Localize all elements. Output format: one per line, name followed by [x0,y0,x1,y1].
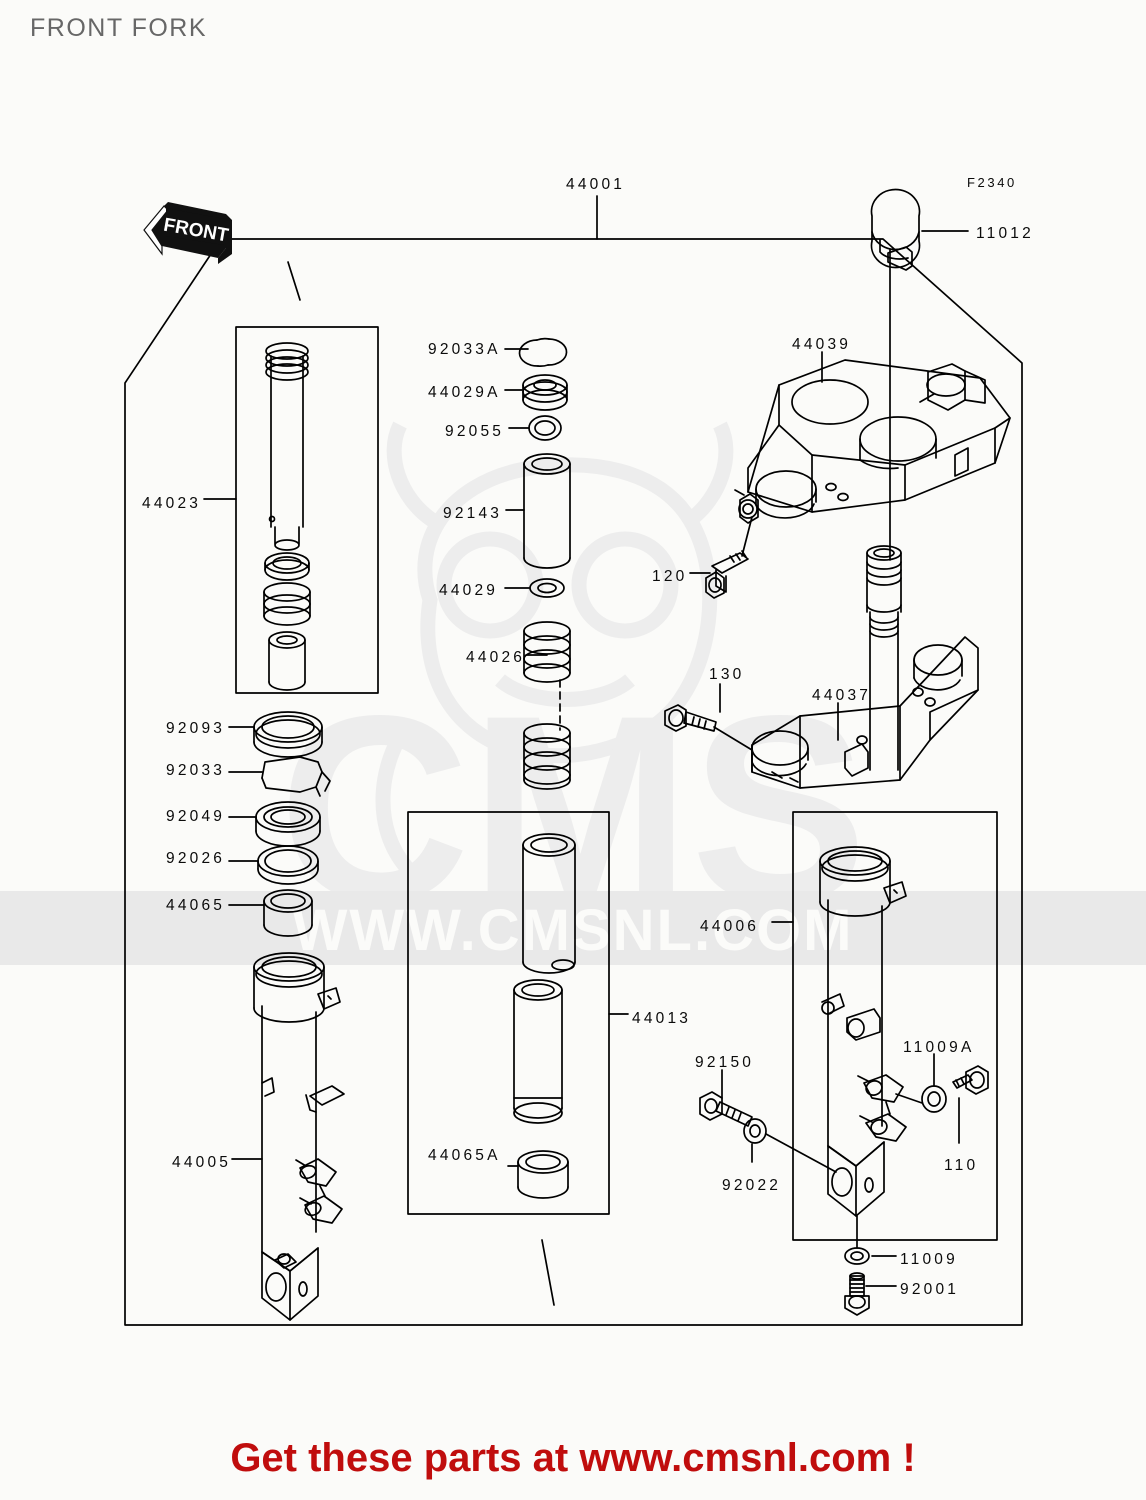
callout-11012[interactable]: 11012 [976,225,1034,242]
front-direction-arrow: FRONT [143,202,232,264]
callout-44026[interactable]: 44026 [466,649,526,666]
callout-f2340[interactable]: F2340 [967,175,1017,190]
assembly-boundary-44001 [124,238,1023,1326]
part-92150-bolt [699,1091,753,1127]
callout-92150[interactable]: 92150 [695,1054,755,1071]
page-title: FRONT FORK [30,14,208,42]
part-92022-washer [743,1118,767,1144]
part-44037-lower-clamp [751,545,979,789]
part-92026-washer [257,845,319,885]
callout-44023[interactable]: 44023 [142,495,202,512]
callout-44006[interactable]: 44006 [700,918,760,935]
callout-44065a[interactable]: 44065A [428,1147,501,1164]
part-44023-spring [263,582,311,626]
part-44039-upper-clamp [734,359,1011,524]
part-11009A-washer [921,1085,947,1113]
callout-92093[interactable]: 92093 [166,720,226,737]
callout-44001[interactable]: 44001 [566,176,626,193]
box-44023 [235,326,379,694]
callout-44013[interactable]: 44013 [632,1010,692,1027]
part-44006-fork-leg [819,846,907,1217]
callout-120[interactable]: 120 [652,568,688,585]
part-44065-bushing [263,889,313,937]
callout-44005[interactable]: 44005 [172,1154,232,1171]
part-92001-bolt [844,1272,870,1316]
callout-11009[interactable]: 11009 [900,1251,958,1268]
callout-92001[interactable]: 92001 [900,1281,960,1298]
part-44023-rod [265,342,309,551]
leader-11009A-to-leg [895,1093,923,1104]
callout-110[interactable]: 110 [944,1157,979,1174]
leader-130-to-clamp [713,726,753,751]
callout-130[interactable]: 130 [709,666,745,683]
callout-92033a[interactable]: 92033A [428,341,501,358]
part-11012-cap [870,188,921,271]
part-44023-washer [264,552,310,581]
part-44065A-bushing [517,1150,569,1199]
callout-44029a[interactable]: 44029A [428,384,501,401]
part-44013-lower-tube [513,979,563,1124]
part-11009-washer [844,1247,870,1265]
callout-44065[interactable]: 44065 [166,897,226,914]
callout-92026[interactable]: 92026 [166,850,226,867]
callout-44037[interactable]: 44037 [812,687,872,704]
part-92143-collar [523,453,571,569]
box-44013 [407,811,610,1215]
part-44013-upper-tube [522,833,576,974]
callout-92049[interactable]: 92049 [166,808,226,825]
callout-92055[interactable]: 92055 [445,423,505,440]
callout-44039[interactable]: 44039 [792,336,852,353]
part-44005-fork-leg [253,952,345,1321]
part-92033A-circlip [518,337,568,367]
part-130-bolt [664,704,717,732]
part-92093-dustseal [253,711,323,758]
part-92033-circlip [261,756,331,797]
part-120-bolt [705,550,749,599]
callout-92143[interactable]: 92143 [443,505,503,522]
callout-92022[interactable]: 92022 [722,1177,782,1194]
callout-44029[interactable]: 44029 [439,582,499,599]
callout-92033[interactable]: 92033 [166,762,226,779]
footer-cta[interactable]: Get these parts at www.cmsnl.com ! [230,1436,916,1480]
part-44023-cap [268,631,306,691]
leader-diag-left [287,261,301,301]
box-44006 [792,811,998,1241]
leader-92022-to-block [765,1133,837,1173]
callout-11009a[interactable]: 11009A [903,1039,975,1056]
part-44029-washer [529,578,565,598]
part-92055-oring [528,415,562,441]
leader-diag-bottom [541,1239,555,1306]
part-44026-spring [523,621,571,790]
part-110-nut [952,1065,989,1095]
leader-120-to-clamp [741,516,753,557]
part-44029A-seal [522,374,568,411]
part-92049-oilseal [255,801,321,847]
